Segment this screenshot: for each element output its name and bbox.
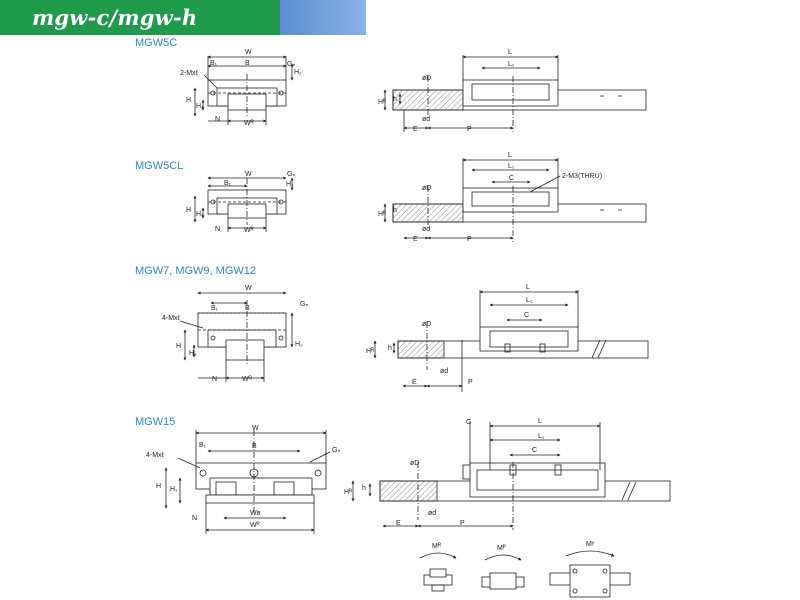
mgw5cl-dim-n: N [215,226,220,233]
mgw5c-dim-p: P [467,126,472,133]
mgw5c-dim-b: B [245,60,250,67]
mgw7-dim-w: W [245,285,252,292]
mgw5cl-dim-od: øD [422,185,431,192]
mgw15-dim-w: W [252,425,259,432]
mgw5cl-dim-h1: H₁ [196,211,204,218]
section-title-mgw5c: MGW5C [135,37,178,49]
mgw5c-dim-w: W [245,49,252,56]
mgw5c-dim-n: N [215,116,220,123]
mgw5cl-side-view [383,158,647,242]
mgw15-end-view [164,430,331,534]
mgw5c-dim-h2: H₂ [294,69,302,76]
mgw5cl-dim-w: W [245,171,252,178]
mgw15-dim-g: G [466,419,471,426]
mgw5cl-dim-h: H [186,207,191,214]
mgw7-dim-hr: Hᴿ [366,348,375,355]
mgw5cl-dim-l1: L₁ [508,163,515,170]
mgw15-dim-d: ød [428,510,436,517]
mgw7-dim-h1: H₁ [189,350,197,357]
mgw15-dim-wr: Wᴿ [250,522,261,529]
mgw5cl-dim-wr: Wᴿ [244,227,255,234]
mgw5c-mx: 2-Mxℓ [180,70,199,77]
mgw5c-dim-e: E [413,126,418,133]
mgw5c-end-view [193,55,294,125]
mgw5cl-dim-l: L [508,152,512,159]
section-title-mgw15: MGW15 [135,416,176,428]
mgw5cl-end-view [193,176,294,232]
mgw15-dim-b1: B₁ [199,442,207,449]
mgw5c-dim-od: øD [422,75,431,82]
mgw15-mx: 4-Mxℓ [146,452,165,459]
mgw5cl-m3-note: 2-M3(THRU) [562,173,602,180]
moment-mp-diagram [481,554,525,590]
mgw5c-dim-hsmall: h [393,96,397,103]
mgw5c-dim-h: H [186,97,191,104]
mgw15-dim-l1: L₁ [538,433,545,440]
mgw15-dim-e: E [396,520,401,527]
mgw5cl-dim-gn: Gₙ [287,171,295,178]
mgw7-dim-b1: B₁ [211,305,219,312]
mgw15-dim-c: C [532,447,537,454]
mgw15-dim-wb: Wʙ [250,510,261,517]
moment-mr-diagram [419,552,457,592]
mgw5cl-dim-hr: Hᴿ [378,211,387,218]
mgw7-dim-b: B [245,305,250,312]
mgw15-dim-hr: Hᴿ [344,489,353,496]
mgw15-dim-h1: H₁ [170,486,178,493]
mgw5cl-dim-d: ød [422,226,430,233]
mgw7-side-view [373,290,649,392]
moment-mr-label: Mᴿ [432,543,442,550]
mgw15-dim-gn: Gₙ [332,447,340,454]
mgw7-dim-e: E [412,379,417,386]
mgw15-dim-p: P [460,520,465,527]
mgw7-dim-l: L [526,284,530,291]
mgw7-end-view [179,291,294,382]
mgw5cl-dim-p: P [467,236,472,243]
mgw15-dim-hsmall: h [362,485,366,492]
mgw7-dim-d: ød [440,368,448,375]
section-title-mgw5cl: MGW5CL [135,160,184,172]
moment-mp-label: Mᴾ [497,545,506,552]
mgw7-dim-hsmall: h [388,345,392,352]
mgw5c-dim-hr: Hᴿ [378,99,387,106]
moment-my-diagram [549,550,631,598]
mgw7-mx: 4-Mxℓ [162,315,181,322]
mgw5cl-dim-e: E [413,236,418,243]
mgw15-dim-l: L [538,418,542,425]
mgw7-dim-wr: Wᴿ [242,376,253,383]
mgw5c-side-view [383,55,647,132]
mgw7-dim-p: P [468,379,473,386]
mgw5c-dim-d: ød [422,116,430,123]
mgw7-dim-gn: Gₙ [300,301,308,308]
mgw15-dim-n: N [192,515,197,522]
mgw5cl-dim-c: C [509,175,514,182]
mgw7-dim-od: øD [422,321,431,328]
mgw5cl-dim-hsmall: h [393,207,397,214]
page-header: mgw-c/mgw-h [0,0,366,35]
mgw15-side-view [351,422,671,530]
header-green-band [0,0,280,35]
mgw7-dim-h: H [176,343,181,350]
mgw7-dim-h2: H₂ [295,341,303,348]
mgw7-dim-n: N [212,376,217,383]
mgw7-dim-l1: L₁ [526,297,533,304]
moment-my-label: Mʸ [586,541,595,548]
mgw5c-dim-gn: Gₙ [287,61,295,68]
mgw5c-dim-b1: B₁ [210,60,218,67]
mgw7-dim-c: C [524,312,529,319]
mgw5cl-dim-b1: B₁ [224,180,232,187]
page-title: mgw-c/mgw-h [32,5,198,30]
mgw15-dim-b: B [252,443,257,450]
mgw5c-dim-h1: H₁ [196,103,204,110]
mgw5cl-dim-h2: H₂ [286,181,294,188]
mgw15-dim-od: øD [410,460,419,467]
mgw5c-dim-l: L [508,49,512,56]
section-title-mgw7-9-12: MGW7, MGW9, MGW12 [135,265,256,277]
mgw5c-dim-l1: L₁ [508,61,515,68]
mgw5c-dim-wr: Wᴿ [244,120,255,127]
header-blue-band [280,0,366,35]
mgw15-dim-h: H [156,483,161,490]
